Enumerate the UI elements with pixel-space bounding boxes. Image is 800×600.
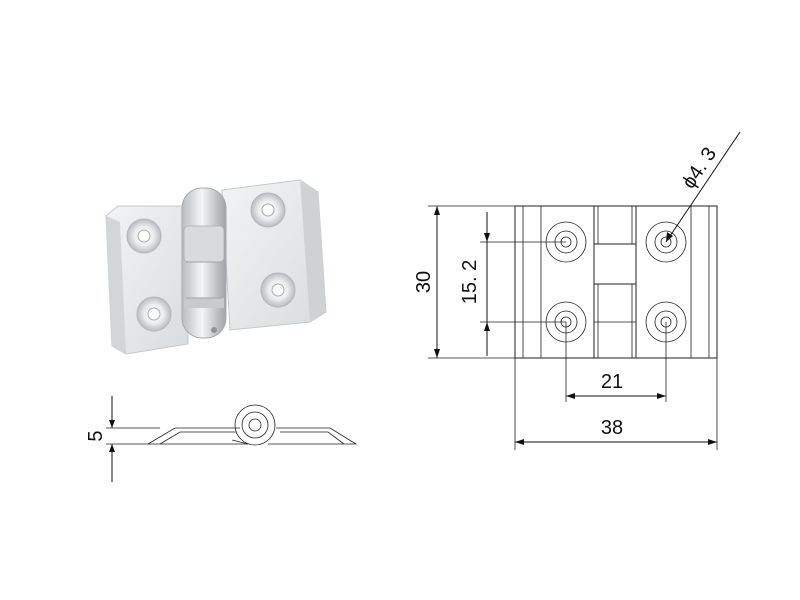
dimension-width-total: 38: [514, 358, 718, 450]
dimension-hole-pitch-vertical: 15. 2: [459, 212, 566, 356]
hinge-front-view: [514, 205, 718, 359]
dimension-thickness-label: 5: [85, 430, 107, 441]
dimension-height-total: 30: [413, 205, 515, 359]
hinge-side-view: [147, 404, 358, 446]
dimension-hole-pitch-horizontal-label: 21: [601, 371, 623, 393]
hinge-hole-bottom-left: [136, 296, 172, 332]
dimension-hole-pitch-horizontal: 21: [565, 322, 667, 402]
dimension-width-total-label: 38: [601, 417, 623, 439]
dimension-height-total-label: 30: [413, 271, 435, 293]
front-hole-top-right: [645, 221, 687, 263]
hinge-hole-top-right: [250, 192, 286, 228]
hinge-photo: [105, 179, 327, 355]
dimension-hole-pitch-vertical-label: 15. 2: [459, 260, 481, 304]
dimension-thickness: 5: [85, 396, 160, 482]
dimension-hole-diameter-label: ϕ4. 3: [678, 144, 721, 193]
hinge-hole-bottom-right: [260, 272, 296, 308]
hinge-hole-top-left: [126, 218, 162, 254]
hinge-barrel: [181, 187, 227, 339]
